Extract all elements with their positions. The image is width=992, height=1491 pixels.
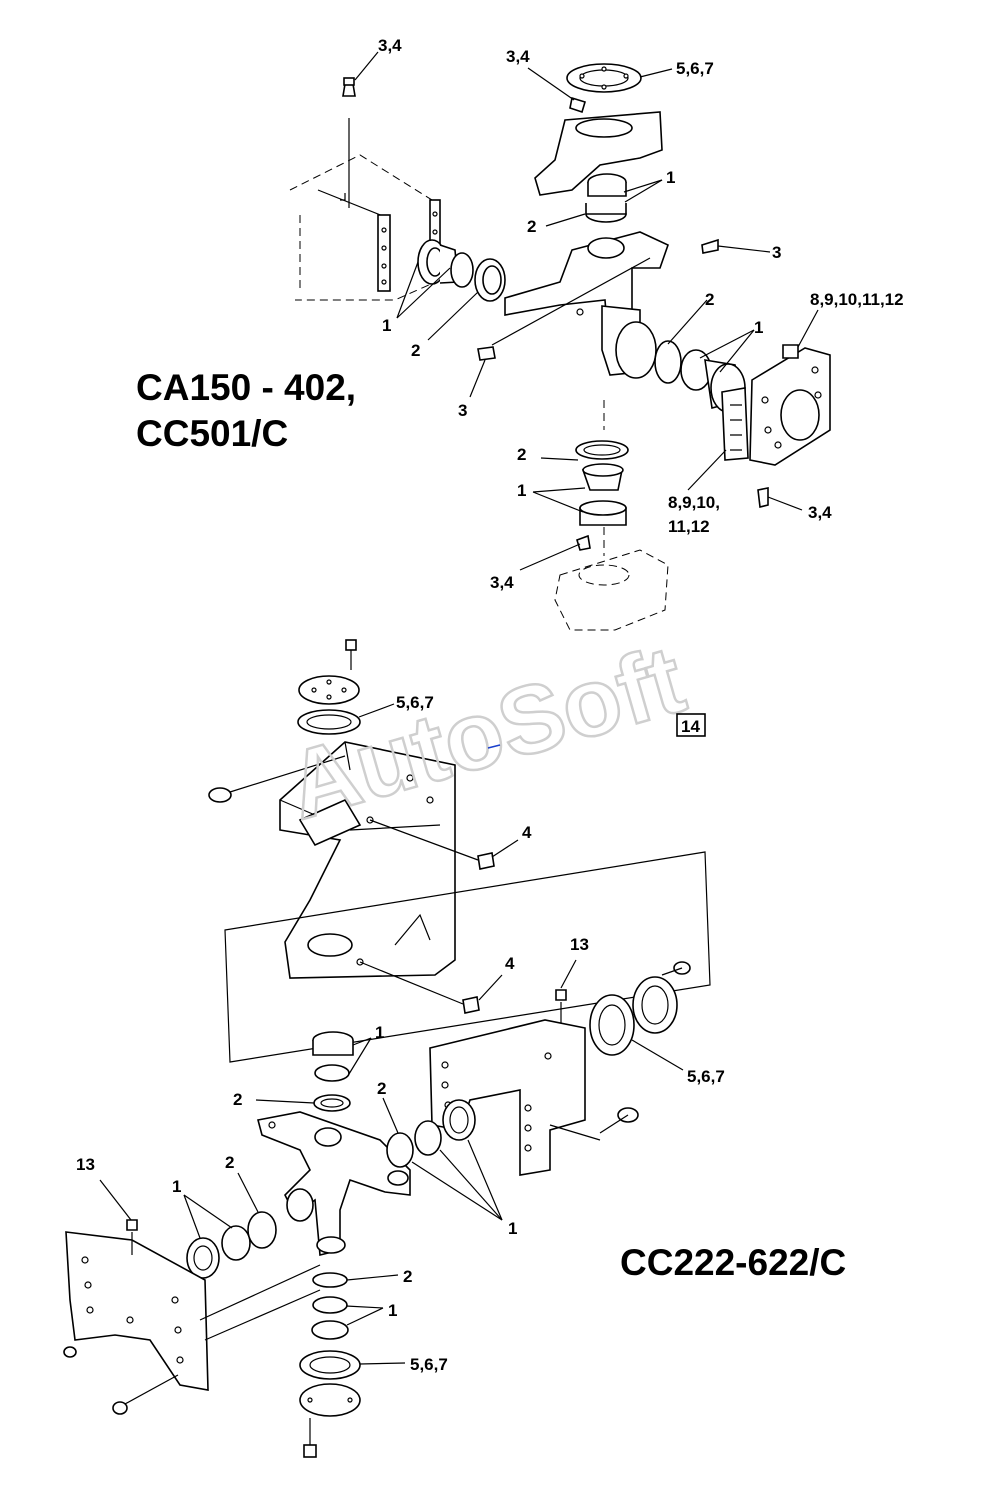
shim-plate xyxy=(721,387,749,461)
upper-assembly-title-line1: CA150 - 402, xyxy=(136,367,356,408)
steering-knuckle-lower xyxy=(257,1111,411,1257)
part-14-box xyxy=(676,713,706,737)
callout-label: 1 xyxy=(382,316,391,335)
grease-nipple-13-left xyxy=(126,1219,138,1255)
callout-label: 3 xyxy=(458,401,467,420)
callout-label: 5,6,7 xyxy=(687,1067,725,1086)
callout-label: 1 xyxy=(666,168,675,187)
callout-label: 1 xyxy=(517,481,526,500)
callout-label: 4 xyxy=(505,954,515,973)
callout-label: 11,12 xyxy=(668,517,710,536)
bearing-cups-center xyxy=(386,1099,476,1168)
callout-label: 3,4 xyxy=(378,36,402,55)
callout-label: 1 xyxy=(508,1219,517,1238)
kingpin-bearings-lower-upper xyxy=(312,1031,354,1112)
callout-label: 2 xyxy=(403,1267,412,1286)
kingpin-lower xyxy=(299,1236,361,1458)
lower-assembly-drawing xyxy=(63,639,711,1458)
grease-nipple-13-right xyxy=(555,989,567,1024)
grease-fitting-4-upper xyxy=(477,852,495,870)
kingpin-bearings-lower xyxy=(575,440,629,526)
mounting-bracket xyxy=(429,1019,586,1176)
axle-housing xyxy=(279,741,456,979)
bearing-cups-left-lower xyxy=(186,1211,277,1279)
callout-label: 8,9,10, xyxy=(668,493,720,512)
upper-leader-lines xyxy=(354,51,819,571)
callout-label: 1 xyxy=(172,1177,181,1196)
bearing-cups-right xyxy=(654,340,746,413)
callout-label: 2 xyxy=(705,290,714,309)
axle-beam-upper xyxy=(289,154,441,301)
grease-nipple-upper-left xyxy=(342,77,356,97)
callout-label: 3,4 xyxy=(490,573,514,592)
hub-flange-right xyxy=(749,344,831,466)
callout-label: 3 xyxy=(772,243,781,262)
callout-label: 1 xyxy=(375,1023,384,1042)
watermark: AutoSoft xyxy=(276,626,695,841)
upper-assembly-title-line2: CC501/C xyxy=(136,413,288,454)
callout-label: 2 xyxy=(411,341,420,360)
bolts-right xyxy=(549,961,691,1141)
watermark-mark xyxy=(487,744,501,749)
kingpin-bearings-upper xyxy=(585,173,627,223)
callout-label: 3,4 xyxy=(808,503,832,522)
callout-label: 8,9,10,11,12 xyxy=(810,290,904,309)
grease-nipple-lower-right xyxy=(757,487,769,508)
upper-assembly-drawing xyxy=(289,63,831,631)
callout-label: 5,6,7 xyxy=(396,693,434,712)
callout-label: 1 xyxy=(388,1301,397,1320)
steering-knuckle-upper xyxy=(504,231,669,379)
callout-label: 4 xyxy=(522,823,532,842)
callout-label: 13 xyxy=(76,1155,95,1174)
grease-nipple-right xyxy=(701,238,719,254)
callout-label: 2 xyxy=(527,217,536,236)
bolt-left xyxy=(208,755,346,803)
grease-fitting-4-lower xyxy=(462,996,480,1014)
callout-label: 3,4 xyxy=(506,47,530,66)
callout-label: 1 xyxy=(754,318,763,337)
bolts-left xyxy=(63,1346,179,1415)
callout-label: 2 xyxy=(377,1079,386,1098)
lower-assembly-title: CC222-622/C xyxy=(620,1242,846,1283)
subassembly-frame xyxy=(224,851,711,1063)
lower-leader-lines xyxy=(99,703,684,1365)
flange-cover-top xyxy=(297,675,361,735)
mounting-plate-left xyxy=(65,1231,321,1391)
upper-callout-labels: 3,4 3,4 5,6,7 1 2 3 8,9,10,11,12 2 1 1 2… xyxy=(378,36,904,592)
callout-label: 2 xyxy=(233,1090,242,1109)
callout-label: 2 xyxy=(517,445,526,464)
bearing-cups-left xyxy=(417,239,506,302)
grease-nipple-mid xyxy=(477,346,496,361)
flange-gaskets-right xyxy=(589,976,678,1056)
callout-label: 14 xyxy=(681,717,700,736)
steering-arm-lower xyxy=(554,534,669,631)
callout-label: 5,6,7 xyxy=(410,1355,448,1374)
steering-arm-upper xyxy=(534,63,663,196)
callout-label: 13 xyxy=(570,935,589,954)
callout-label: 5,6,7 xyxy=(676,59,714,78)
callout-label: 2 xyxy=(225,1153,234,1172)
lower-callout-labels: 5,6,7 14 4 4 13 1 2 2 5,6,7 13 1 2 1 2 1… xyxy=(76,693,725,1374)
bolt-top xyxy=(345,639,357,670)
